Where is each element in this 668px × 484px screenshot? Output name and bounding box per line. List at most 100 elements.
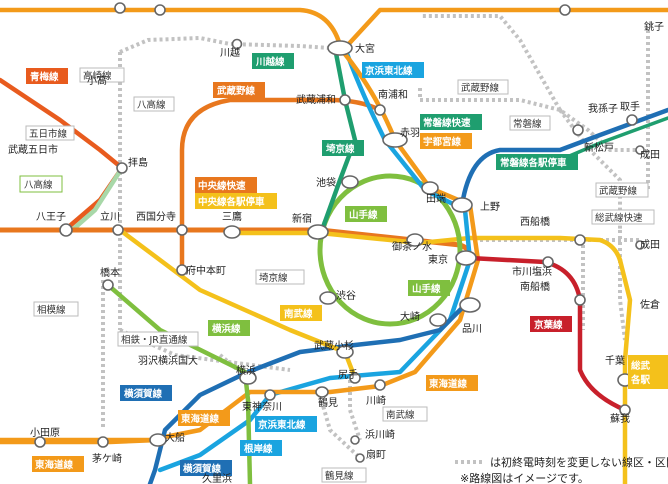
svg-text:三鷹: 三鷹 — [222, 210, 242, 223]
svg-text:茅ケ崎: 茅ケ崎 — [92, 452, 122, 465]
svg-text:成田: 成田 — [640, 239, 660, 251]
svg-text:東神奈川: 東神奈川 — [242, 400, 282, 413]
legend-note-1: は初終電時刻を変更しない線区・区間 — [490, 455, 668, 469]
tokaido-label-3: 東海道線 — [428, 378, 468, 390]
hachiko-label-green: 八高線 — [24, 179, 53, 191]
svg-text:埼京線: 埼京線 — [259, 272, 288, 284]
gray-line-labels: 高崎線 八高線 五日市線 武蔵野線 常磐線 武蔵野線 総武線快速 埼京線 相模線… — [25, 67, 655, 483]
keihin-bottom-label: 京浜東北線 — [258, 419, 306, 431]
top-orange-line — [0, 7, 668, 51]
svg-text:浜川崎: 浜川崎 — [365, 428, 395, 441]
svg-text:相鉄・JR直通線: 相鉄・JR直通線 — [121, 334, 188, 346]
svg-text:武蔵野線: 武蔵野線 — [461, 82, 500, 94]
svg-text:田端: 田端 — [426, 192, 446, 205]
legend-note-2: ※路線図はイメージです。 — [460, 471, 589, 484]
svg-text:南浦和: 南浦和 — [378, 88, 408, 101]
svg-text:久里浜: 久里浜 — [202, 473, 232, 484]
svg-text:渋谷: 渋谷 — [336, 289, 356, 302]
chuo-local-line — [232, 230, 623, 263]
ome-line — [0, 77, 125, 171]
svg-text:南武線: 南武線 — [386, 409, 415, 421]
svg-text:品川: 品川 — [462, 323, 482, 335]
svg-text:新松戸: 新松戸 — [584, 141, 614, 154]
svg-text:府中本町: 府中本町 — [186, 264, 226, 277]
musashino-line — [179, 97, 383, 273]
svg-text:相模線: 相模線 — [37, 304, 66, 316]
yokosuka-label-1: 横須賀線 — [124, 388, 163, 400]
svg-text:立川: 立川 — [100, 210, 120, 223]
svg-text:尻手: 尻手 — [338, 368, 358, 381]
svg-text:高崎線: 高崎線 — [83, 70, 112, 82]
svg-text:市川塩浜: 市川塩浜 — [512, 265, 552, 278]
svg-text:常磐線: 常磐線 — [513, 118, 542, 130]
joban-rapid-label: 常磐線快速 — [423, 117, 471, 129]
ome-label: 青梅線 — [30, 71, 59, 83]
svg-text:上野: 上野 — [480, 201, 500, 213]
svg-text:銚子: 銚子 — [644, 20, 664, 33]
svg-text:武蔵浦和: 武蔵浦和 — [296, 93, 336, 106]
joban-local-label: 常磐線各駅停車 — [500, 157, 567, 169]
station-markers — [34, 2, 645, 463]
svg-text:大船: 大船 — [165, 431, 185, 444]
keihin-tohoku-line — [157, 45, 473, 473]
saikyo-label: 埼京線 — [326, 143, 355, 155]
svg-text:八高線: 八高線 — [137, 99, 166, 111]
yokohama-line — [105, 282, 253, 484]
svg-text:大崎: 大崎 — [400, 310, 420, 323]
svg-text:鶴見: 鶴見 — [318, 396, 338, 409]
svg-text:赤羽: 赤羽 — [400, 127, 420, 139]
nambu-line — [117, 227, 358, 381]
hachiko-light — [67, 165, 125, 235]
svg-text:拝島: 拝島 — [128, 156, 148, 169]
station-names: 大宮 川越 南浦和 武蔵浦和 小高 拝島 武蔵五日市 八王子 立川 西国分寺 三… — [8, 20, 664, 484]
sobu-local-right — [617, 257, 633, 484]
line-labels: 青梅線 武蔵野線 川越線 京浜東北線 埼京線 常磐線快速 宇都宮線 常磐線各駅停… — [19, 53, 668, 476]
negishi-label: 根岸線 — [244, 443, 273, 455]
keiyo-label: 京葉線 — [534, 319, 563, 331]
svg-text:西国分寺: 西国分寺 — [136, 211, 176, 223]
svg-text:御茶ノ水: 御茶ノ水 — [392, 240, 432, 253]
svg-text:大宮: 大宮 — [355, 42, 375, 55]
svg-text:鶴見線: 鶴見線 — [325, 470, 354, 482]
svg-text:新宿: 新宿 — [292, 212, 312, 225]
sobu-label-r2: 各駅 — [630, 374, 651, 386]
chuo-rapid-label: 中央線快速 — [198, 180, 246, 192]
chuo-local-label: 中央線各駅停車 — [198, 196, 265, 208]
svg-text:取手: 取手 — [620, 100, 640, 113]
tokaido-label-1: 東海道線 — [180, 413, 220, 425]
yokosuka-line — [147, 297, 473, 484]
svg-text:川崎: 川崎 — [366, 394, 386, 407]
svg-text:武蔵五日市: 武蔵五日市 — [8, 143, 58, 156]
utsunomiya-label: 宇都宮線 — [423, 136, 462, 148]
svg-text:東京: 東京 — [428, 253, 448, 266]
yokosuka-label-2: 横須賀線 — [183, 463, 222, 475]
svg-text:我孫子: 我孫子 — [588, 103, 618, 115]
svg-text:池袋: 池袋 — [316, 176, 336, 189]
svg-text:五日市線: 五日市線 — [29, 128, 68, 140]
svg-text:千葉: 千葉 — [605, 354, 625, 367]
tokaido-label-2: 東海道線 — [34, 459, 74, 471]
keiyo-line — [467, 255, 628, 413]
svg-text:小高: 小高 — [87, 74, 107, 87]
svg-text:武蔵野線: 武蔵野線 — [599, 185, 638, 197]
svg-text:武蔵小杉: 武蔵小杉 — [314, 339, 354, 352]
sobu-label-r1: 総武 — [631, 360, 651, 372]
svg-text:橋本: 橋本 — [100, 266, 120, 279]
legend: は初終電時刻を変更しない線区・区間 ※路線図はイメージです。 — [460, 455, 668, 484]
svg-text:成田: 成田 — [640, 149, 660, 161]
svg-text:扇町: 扇町 — [366, 448, 386, 461]
yokohama-label: 横浜線 — [212, 323, 241, 335]
kawagoe-label: 川越線 — [255, 56, 285, 68]
nambu-label: 南武線 — [284, 308, 313, 320]
svg-text:西船橋: 西船橋 — [520, 215, 550, 228]
yamanote-loop — [317, 173, 463, 327]
svg-text:川越: 川越 — [220, 46, 240, 59]
yamanote-label-1: 山手線 — [349, 209, 378, 221]
svg-text:八王子: 八王子 — [36, 211, 66, 223]
joban-line — [459, 107, 668, 208]
tokaido-west — [0, 437, 161, 445]
svg-text:蘇我: 蘇我 — [610, 412, 630, 425]
svg-text:横浜: 横浜 — [236, 364, 256, 377]
svg-text:総武線快速: 総武線快速 — [595, 212, 643, 224]
